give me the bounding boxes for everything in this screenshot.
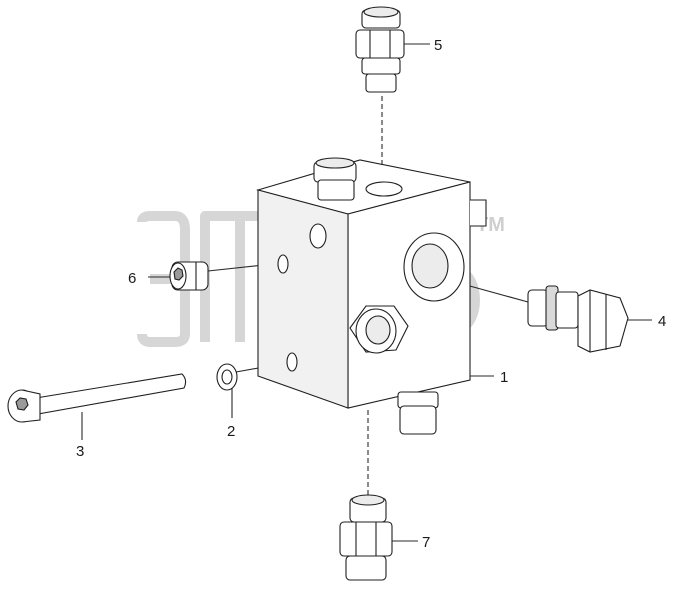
callout-3: 3 — [76, 443, 84, 460]
socket-head-bolt — [7, 373, 187, 423]
callouts: 1 2 3 4 5 6 7 — [76, 37, 666, 551]
small-plug — [169, 261, 209, 291]
valve-block — [255, 157, 487, 435]
callout-1: 1 — [500, 369, 508, 386]
top-fitting — [355, 6, 405, 93]
callout-2: 2 — [227, 423, 235, 440]
cartridge-plug — [527, 285, 629, 353]
callout-4: 4 — [658, 313, 666, 330]
callout-5: 5 — [434, 37, 442, 54]
callout-6: 6 — [128, 270, 136, 287]
bottom-fitting — [339, 494, 393, 581]
washer — [216, 363, 238, 391]
callout-7: 7 — [422, 534, 430, 551]
